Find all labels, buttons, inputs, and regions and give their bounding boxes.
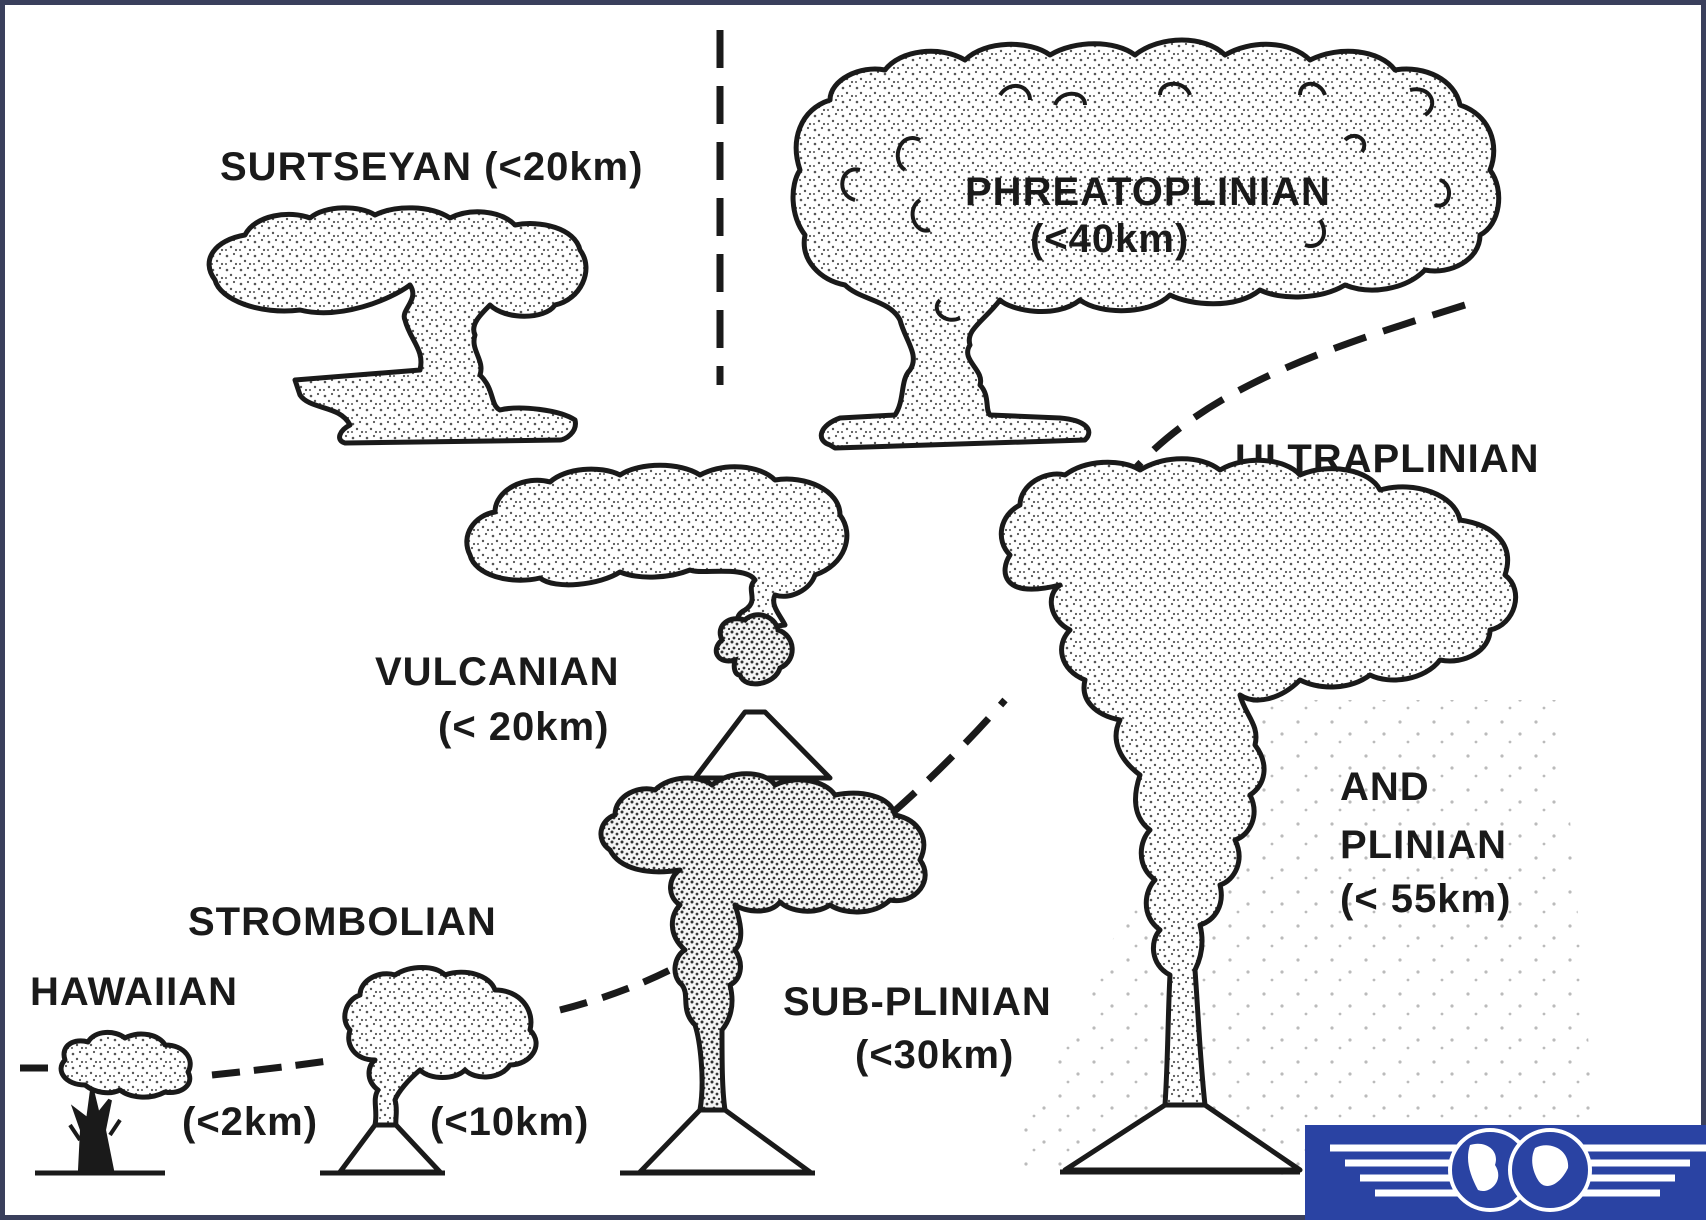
plinian-and-label: AND [1340, 765, 1430, 809]
strombolian-label: STROMBOLIAN [188, 900, 497, 944]
subplinian-label: SUB-PLINIAN [783, 980, 1052, 1024]
plinian-label: PLINIAN [1340, 823, 1507, 867]
vulcanian-label: VULCANIAN [375, 650, 620, 694]
surtseyan-label: SURTSEYAN (<20km) [220, 145, 643, 189]
phreatoplinian-label: PHREATOPLINIAN [965, 170, 1331, 214]
hawaiian-label: HAWAIIAN [30, 970, 238, 1014]
subplinian-height: (<30km) [855, 1033, 1014, 1077]
vulcanian-height: (< 20km) [438, 705, 609, 749]
plinian-height: (< 55km) [1340, 877, 1511, 921]
strombolian-height: (<10km) [430, 1100, 589, 1144]
globe-wings-logo [1305, 1125, 1706, 1220]
phreatoplinian-height: (<40km) [1030, 217, 1189, 261]
hawaiian-height: (<2km) [182, 1100, 318, 1144]
